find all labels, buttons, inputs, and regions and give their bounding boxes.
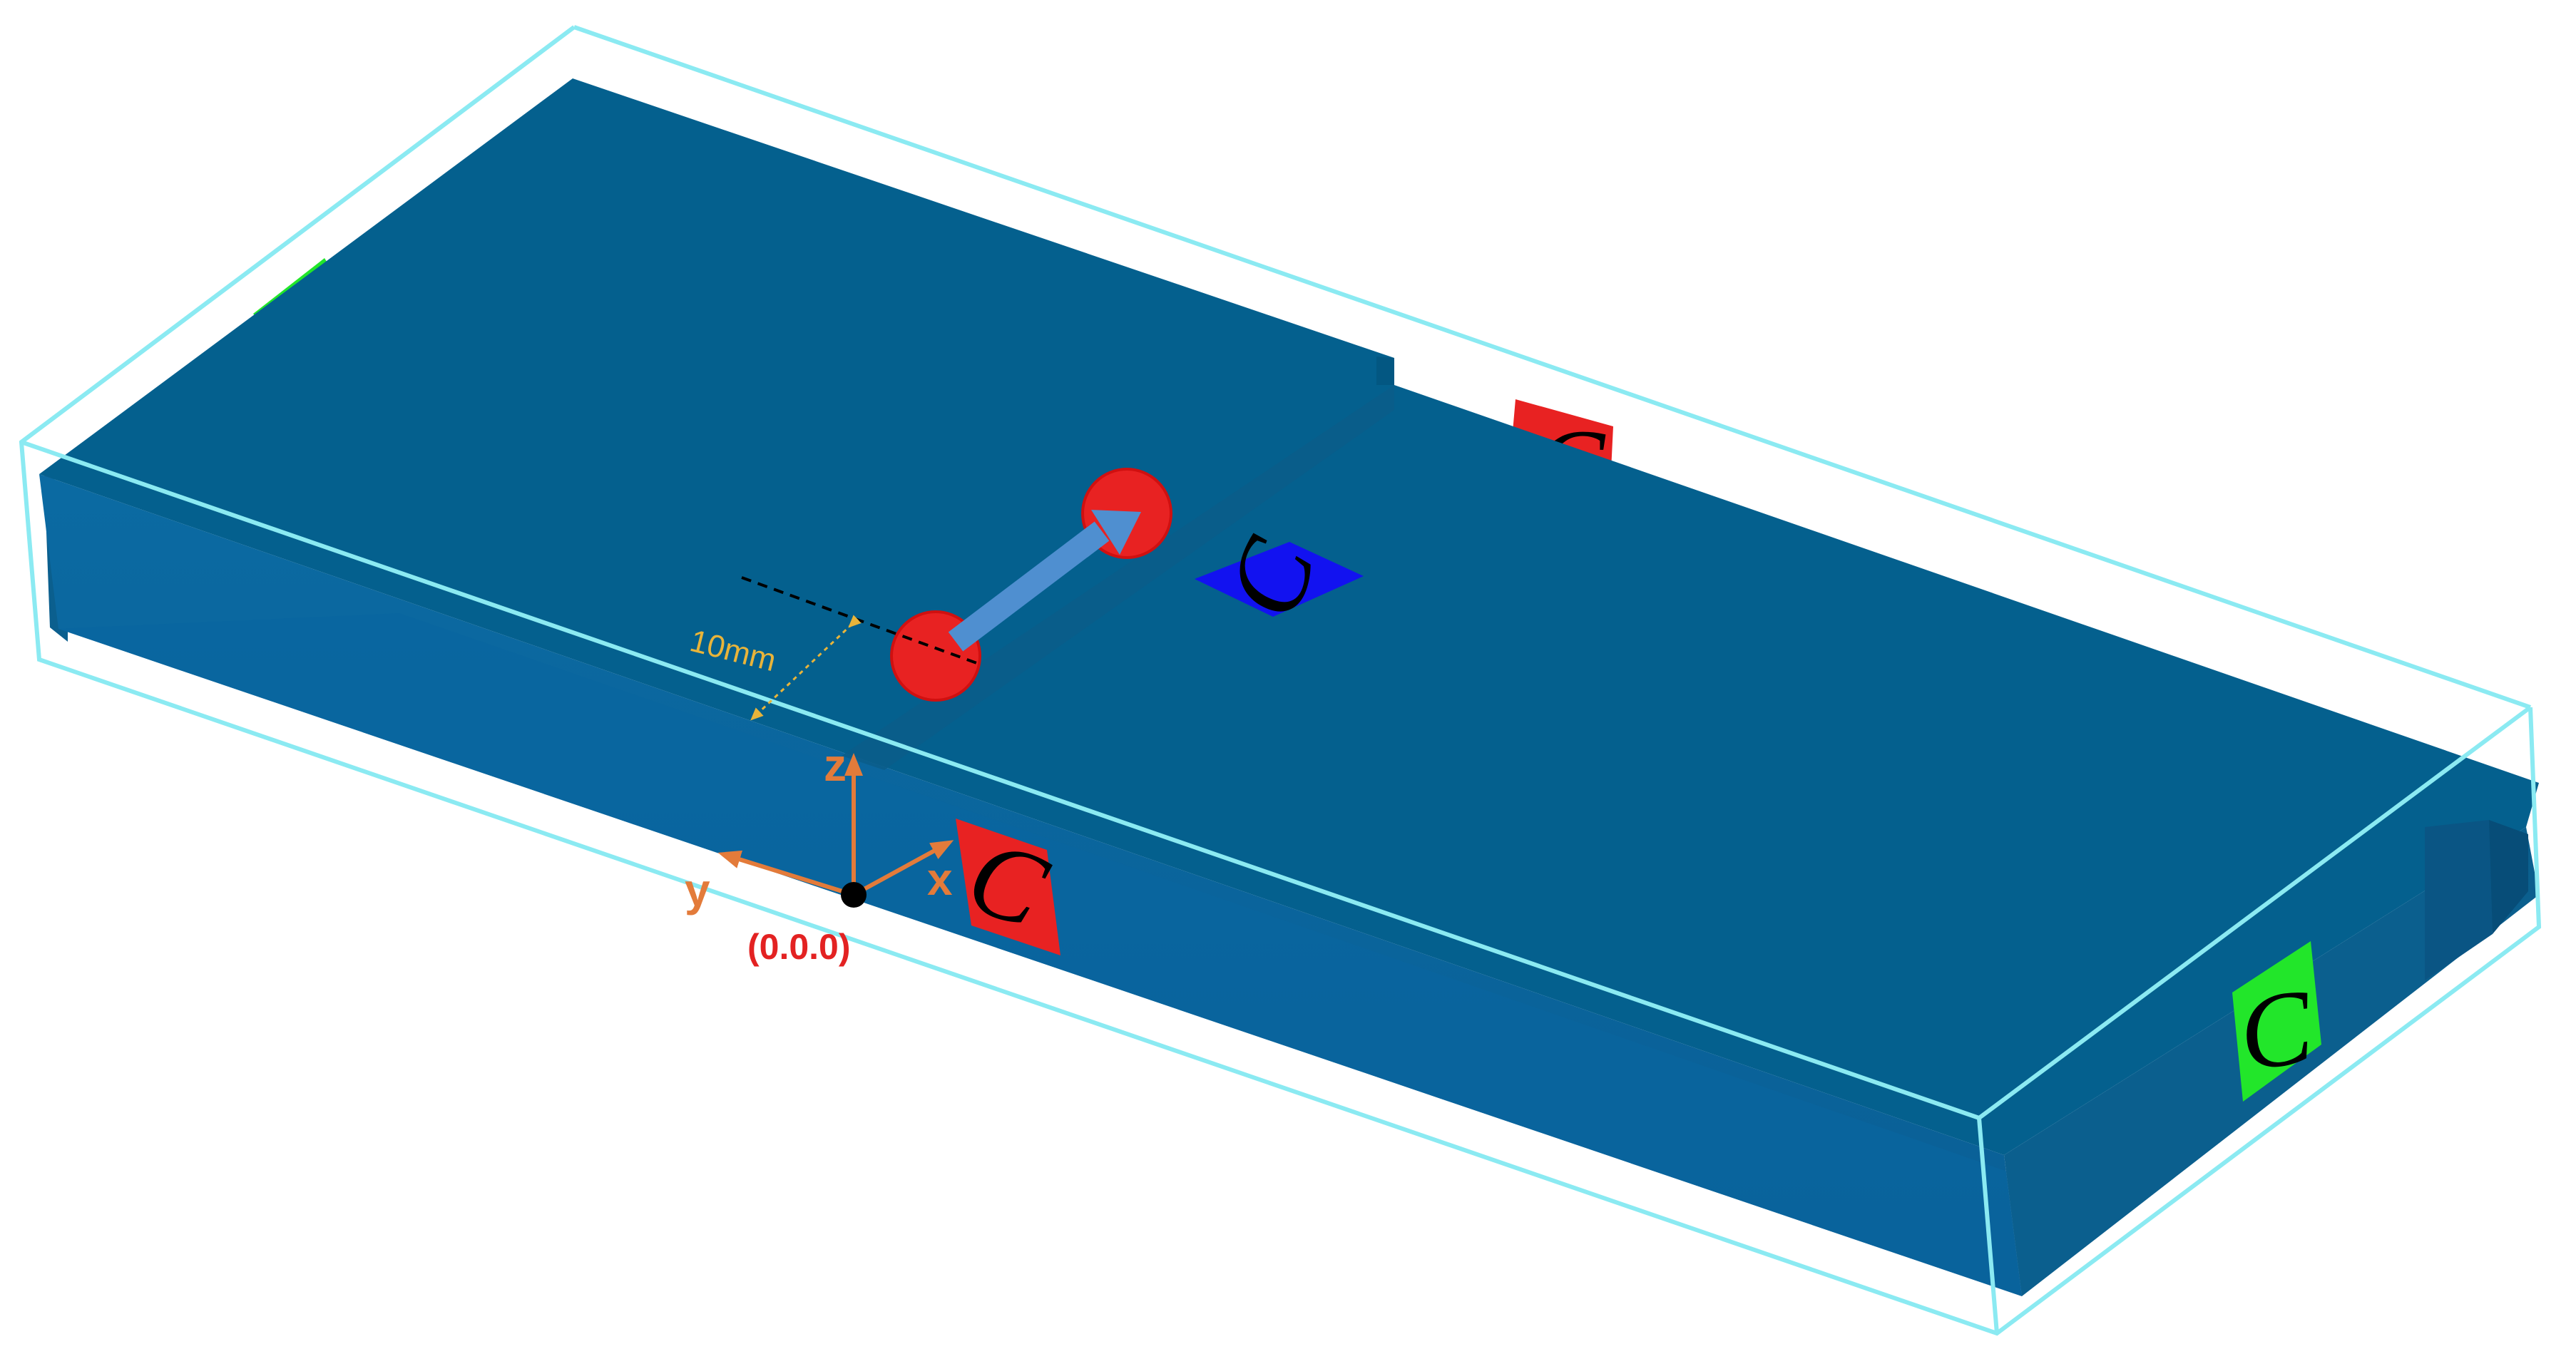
bounding-box-front [19,25,2542,1336]
z-axis-label: z [824,739,847,791]
body-front-flange [58,613,2022,1296]
dimension-line [750,615,862,721]
body-right-inset-shade [2489,820,2528,934]
signal-path [890,468,1172,702]
x-axis [852,840,954,897]
signal-arrow-shaft [948,521,1110,652]
body-right-inset [2425,820,2493,980]
x-axis-label: x [927,853,953,905]
origin-point [841,882,867,908]
body-top-face [39,78,2539,1155]
body-step-edge [1376,357,1394,385]
y-axis-label: y [685,864,710,915]
pcb-body [39,78,2539,1296]
coordinate-axes [717,753,954,897]
signal-arrow-head [1091,510,1141,555]
marker-front-red: C [954,815,1062,955]
marker-right-green: C [2232,941,2321,1102]
body-slot [842,385,1394,770]
y-axis [717,850,854,897]
origin-label: (0.0.0) [747,927,851,967]
